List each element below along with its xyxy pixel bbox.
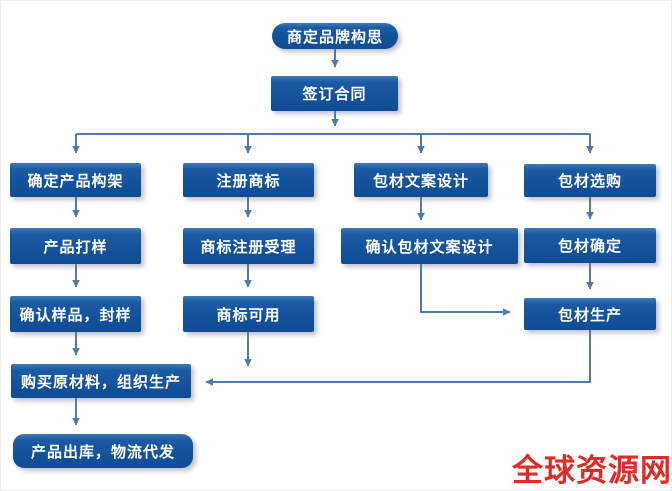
node-packaging-copy-design: 包材文案设计 (354, 163, 488, 197)
node-confirm-packaging-copy: 确认包材文案设计 (341, 228, 518, 264)
node-product-outbound: 产品出库，物流代发 (13, 434, 193, 468)
node-define-product-framework: 确定产品构架 (10, 163, 141, 197)
node-register-trademark: 注册商标 (183, 163, 314, 197)
node-product-sampling: 产品打样 (10, 228, 141, 264)
node-sign-contract: 签订合同 (271, 76, 398, 111)
node-packaging-confirmed: 包材确定 (524, 228, 656, 263)
watermark-logo: 全球资源网 (512, 453, 672, 488)
node-trademark-available: 商标可用 (183, 296, 314, 332)
arrow-confirmcopy-to-production (420, 264, 511, 316)
node-trademark-acceptance: 商标注册受理 (183, 228, 314, 264)
node-purchase-materials: 购买原材料，组织生产 (11, 364, 191, 398)
node-brand-concept: 商定品牌构思 (272, 23, 398, 49)
node-packaging-purchase: 包材选购 (524, 164, 656, 197)
arrow-production-to-purchase (205, 330, 591, 386)
node-confirm-sample-seal: 确认样品，封样 (10, 296, 141, 332)
node-packaging-production: 包材生产 (524, 298, 656, 330)
